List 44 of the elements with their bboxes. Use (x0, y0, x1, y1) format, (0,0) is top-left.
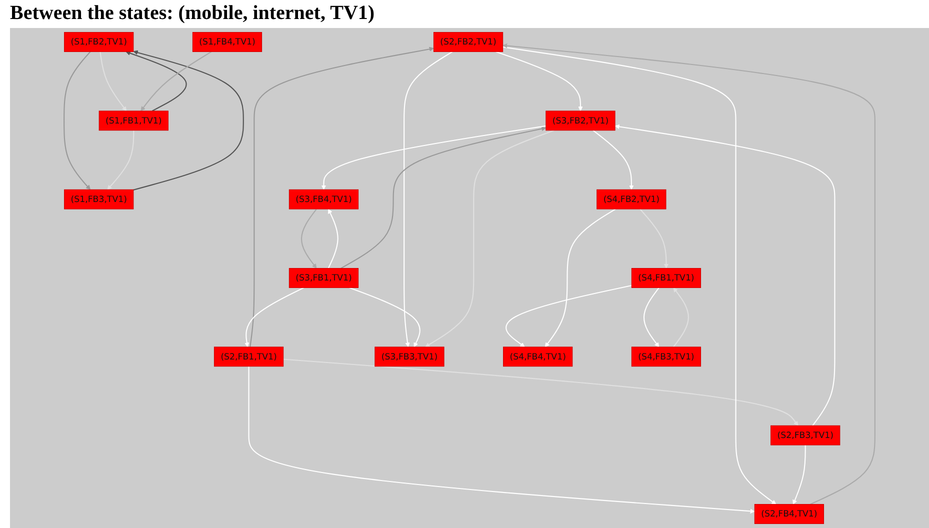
node-box (192, 32, 262, 52)
arrow (133, 50, 244, 190)
arrow (349, 287, 420, 348)
node-box (98, 110, 168, 131)
graph-background: (S1,FB2,TV1) (S1,FB4,TV1) (S2,FB2,TV1) (S1,FB1,TV1) (S3,FB2,TV1) (S1,FB3,TV1) (S3,FB4,TV1) (S4,FB2,TV1) (S3,FB1,TV1) (S4,FB1,TV1) (S2,FB1,TV1) (S3,FB3,TV1) (S4,FB4,TV1) (S4,FB3,TV1) (S2,FB3,TV1) (S2,FB4,TV1) (10, 28, 929, 528)
arrow (321, 125, 546, 190)
arrow (643, 287, 660, 348)
arrow (126, 50, 187, 112)
node-box (631, 268, 702, 288)
node-box (288, 189, 359, 210)
node-box (631, 346, 702, 367)
arrow (100, 52, 127, 112)
node-box (374, 346, 444, 367)
arrow (64, 51, 91, 190)
arrow (300, 208, 317, 269)
node-box (288, 268, 359, 288)
node-box (64, 189, 134, 210)
arrow (544, 208, 616, 348)
arrow (340, 126, 546, 269)
node-box (770, 425, 840, 446)
node-box (433, 32, 504, 52)
arrow (592, 130, 634, 190)
arrow (614, 124, 836, 426)
arrow (792, 445, 806, 504)
arrow (404, 51, 453, 348)
node-box (754, 504, 824, 524)
arrow (140, 51, 212, 112)
arrow (673, 287, 689, 348)
arrow (328, 208, 338, 269)
diagram-title: Between the states: (mobile, internet, TV1) (9, 1, 376, 26)
arrow (250, 46, 434, 348)
arrow (248, 366, 755, 514)
node-box (546, 110, 616, 131)
arrow (425, 130, 554, 348)
node-box (596, 189, 666, 210)
node-box (503, 346, 573, 367)
node-box (64, 32, 134, 52)
arrow (283, 358, 798, 426)
arrow (496, 51, 583, 112)
arrow (640, 208, 669, 269)
arrow (244, 287, 304, 348)
arrow (107, 130, 134, 190)
arrow (506, 284, 632, 348)
node-box (214, 346, 284, 367)
